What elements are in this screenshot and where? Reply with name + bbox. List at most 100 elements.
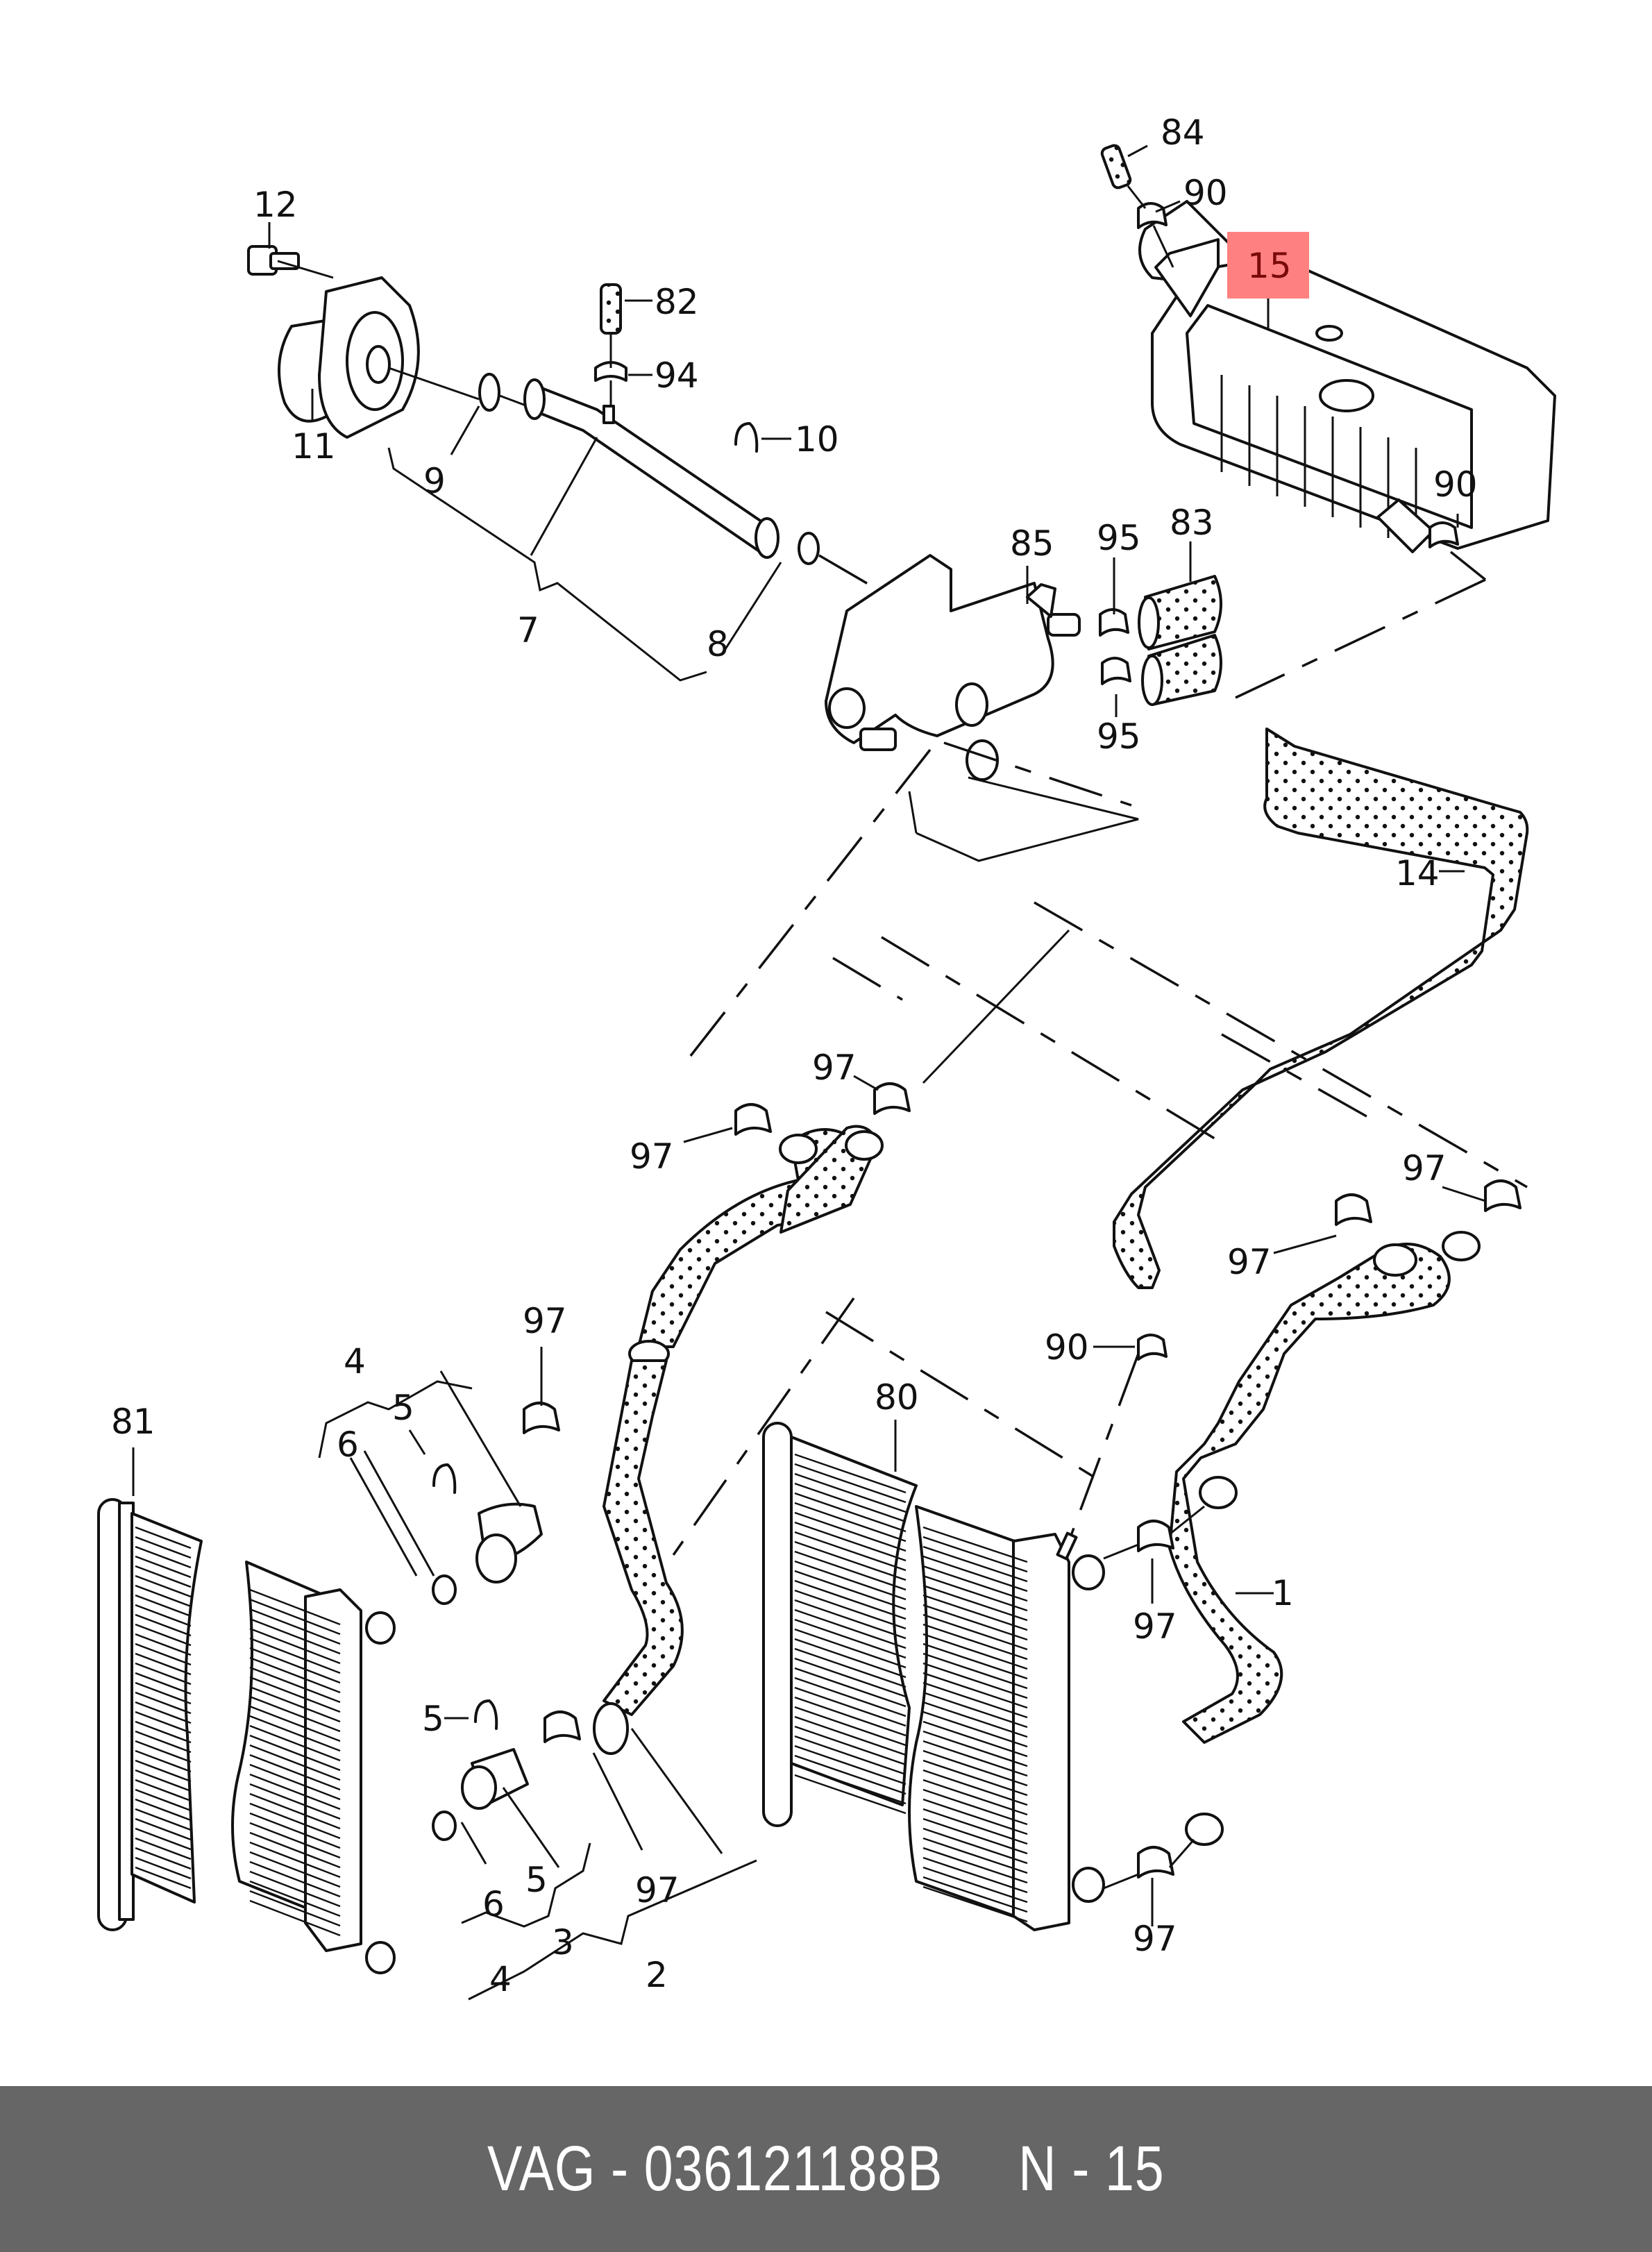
label-1[interactable]: 1 [1272,1573,1294,1613]
label-6-lower[interactable]: 6 [482,1884,505,1924]
label-94[interactable]: 94 [655,355,699,396]
label-4-upper[interactable]: 4 [344,1341,366,1381]
radiator-fin [794,1579,907,1620]
radiator-fin [135,1711,192,1734]
radiator-fin [135,1555,192,1579]
clamp-part-97-c [523,1402,560,1434]
label-83[interactable]: 83 [1170,503,1214,543]
radiator-fin [249,1890,341,1927]
label-7[interactable]: 7 [517,610,539,650]
radiator-fin [249,1656,341,1694]
radiator-fin [135,1847,192,1870]
radiator-fin [135,1788,192,1812]
radiator-fin [249,1617,341,1655]
label-10[interactable]: 10 [795,419,839,460]
radiator-fin [135,1720,192,1744]
radiator-fin [794,1531,907,1572]
radiator-fin [922,1749,1028,1787]
radiator-fin [135,1584,192,1608]
label-4-lower[interactable]: 4 [489,1959,512,1999]
label-97-i[interactable]: 97 [1133,1919,1177,1959]
radiator-fin [135,1759,192,1783]
radiator-fin [135,1623,192,1647]
radiator-fin [922,1720,1028,1758]
radiator-fin [135,1740,192,1763]
radiator-fin [249,1686,341,1723]
label-95-upper[interactable]: 95 [1097,518,1141,558]
radiator-fin [249,1783,341,1820]
radiator-fin [135,1565,192,1588]
label-5-upper[interactable]: 5 [392,1388,414,1428]
label-95-lower[interactable]: 95 [1097,716,1141,757]
label-12[interactable]: 12 [253,185,298,225]
radiator-fin [135,1672,192,1695]
radiator-fin [922,1759,1028,1797]
radiator-fin [249,1666,341,1704]
label-97-e[interactable]: 97 [523,1301,567,1341]
label-2[interactable]: 2 [646,1955,668,1995]
radiator-fin [922,1711,1028,1748]
label-6-upper[interactable]: 6 [337,1425,359,1465]
o-ring-part-6-lower [432,1810,457,1841]
clamp-part-97-g [1137,1520,1174,1552]
label-84[interactable]: 84 [1161,112,1205,153]
label-8[interactable]: 8 [707,624,729,664]
radiator-fin [135,1574,192,1598]
label-3[interactable]: 3 [552,1922,574,1963]
label-97-f[interactable]: 97 [1133,1606,1177,1647]
footer-banner: VAG - 036121188B N - 15 [0,2086,1652,2252]
radiator-fin [922,1555,1028,1593]
label-9[interactable]: 9 [423,461,446,501]
radiator-80-fins [794,1453,1028,1923]
radiator-81-fins [135,1526,341,1937]
label-90-tank[interactable]: 90 [1433,464,1478,505]
clamp-part-97-b [873,1082,911,1115]
label-15-highlighted[interactable]: 15 [1247,246,1292,286]
hose-assembly-part-2-upper [593,1125,884,1755]
radiator-fin [922,1526,1028,1563]
clip-part-5-lower [474,1699,498,1730]
label-81[interactable]: 81 [111,1402,155,1442]
radiator-fin [794,1686,907,1727]
radiator-fin [249,1676,341,1713]
label-90-top[interactable]: 90 [1183,173,1228,213]
radiator-fin [922,1642,1028,1680]
radiator-fin [794,1540,907,1581]
radiator-fin [794,1647,907,1688]
radiator-fin [794,1638,907,1679]
radiator-fin [794,1492,907,1533]
footer-part-info: VAG - 036121188B N - 15 [487,2133,1165,2204]
clamp-part-95-upper [1099,608,1129,637]
radiator-fin [135,1662,192,1686]
label-90-lower[interactable]: 90 [1045,1327,1089,1368]
label-97-b[interactable]: 97 [630,1136,674,1177]
radiator-fin [922,1827,1028,1865]
radiator-fin [922,1730,1028,1767]
radiator-fin [922,1633,1028,1670]
radiator-fin [922,1866,1028,1904]
label-97-d[interactable]: 97 [1227,1242,1272,1282]
radiator-fin [135,1730,192,1754]
label-82[interactable]: 82 [655,282,699,322]
radiator-fin [135,1837,192,1860]
radiator-fin [135,1827,192,1851]
label-97-c[interactable]: 97 [1402,1148,1447,1188]
label-85[interactable]: 85 [1010,523,1054,564]
radiator-fin [249,1608,341,1645]
label-5-lower[interactable]: 5 [525,1860,548,1900]
radiator-fin [922,1856,1028,1894]
label-97-a[interactable]: 97 [812,1048,857,1088]
part-labels: 12 11 9 7 8 82 94 10 84 90 15 90 85 95 8… [111,112,1478,1999]
radiator-fin [922,1817,1028,1855]
label-11[interactable]: 11 [292,426,336,467]
radiator-fin [922,1672,1028,1709]
radiator-part-81 [97,1498,396,1974]
radiator-fin [249,1802,341,1840]
radiator-fin [922,1623,1028,1661]
label-14[interactable]: 14 [1395,853,1440,893]
label-80[interactable]: 80 [875,1377,919,1418]
label-97-g[interactable]: 97 [635,1870,680,1910]
label-5-middle[interactable]: 5 [422,1699,444,1739]
radiator-fin [922,1594,1028,1631]
clamp-part-97-d [543,1711,581,1743]
